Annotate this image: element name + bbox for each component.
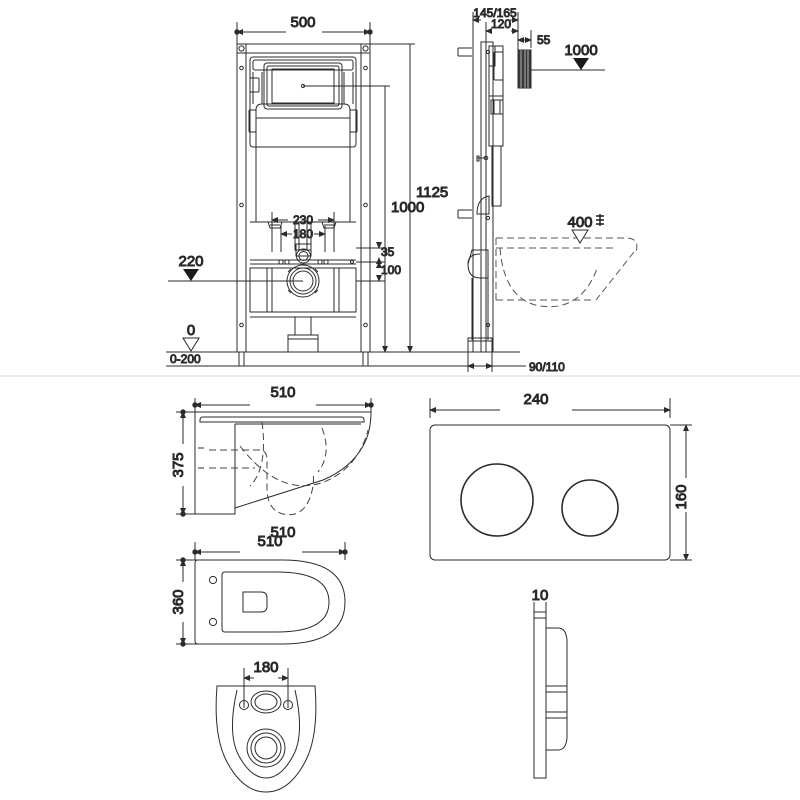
wc-top-outline	[194, 559, 346, 645]
dim-bolt-spacing-inner	[280, 226, 326, 252]
dim-height-1125	[370, 43, 415, 353]
dim-plate-thickness	[533, 602, 547, 618]
view-flush-plate-side: 10	[531, 587, 568, 779]
fixing-bolt-holes	[250, 259, 356, 265]
level-label-foot-adjust: 0-200	[170, 352, 201, 366]
flush-plate-side-mounted	[517, 49, 532, 89]
dim-plate-offset	[517, 30, 532, 48]
dim-label-offset-35: 35	[381, 245, 395, 259]
dim-label-height-1125: 1125	[416, 184, 448, 201]
dim-label-wc-top-length: 510	[257, 533, 282, 550]
dim-label-plate-thickness: 10	[532, 587, 549, 604]
dim-label-wc-side-top: 510	[270, 384, 295, 401]
level-label-400: 400	[567, 214, 592, 231]
dim-label-frame-width: 500	[290, 14, 315, 31]
dim-label-height-1000: 1000	[391, 199, 424, 216]
dim-height-1000	[303, 85, 390, 353]
level-label-220: 220	[178, 253, 203, 270]
dim-wc-rear-bolts	[243, 668, 289, 708]
view-wc-rear: 180	[215, 659, 317, 793]
dim-frame-width	[234, 22, 373, 44]
view-frame-side: 145/165 120 55	[457, 6, 638, 375]
dim-label-wc-side-bottom: 510	[270, 524, 295, 541]
level-label-1000: 1000	[564, 42, 597, 59]
level-marker-400	[571, 229, 589, 244]
dim-wc-top-width	[176, 557, 198, 647]
level-marker-220	[168, 269, 303, 282]
dim-label-plate-width: 240	[523, 391, 548, 408]
dim-label-depth-frame: 120	[491, 17, 511, 31]
dim-wc-top-length	[192, 542, 348, 560]
wc-rear-outline	[215, 685, 317, 793]
dim-label-depth-total: 145/165	[473, 6, 517, 20]
level-label-0: 0	[187, 322, 195, 339]
level-marker-1000	[531, 58, 605, 71]
wall-line	[457, 12, 474, 352]
dim-plate-height	[670, 424, 692, 561]
dim-bolt-spacing-outer	[271, 212, 335, 252]
view-flush-plate-front: 240 160	[429, 391, 692, 561]
view-frame-front: 500	[166, 14, 520, 367]
dim-wc-side-height	[176, 409, 198, 517]
dim-label-plate-offset: 55	[537, 33, 551, 47]
dim-offset-100	[356, 257, 385, 282]
frame-side-profile	[467, 41, 504, 353]
dim-plate-width	[429, 398, 671, 418]
dim-wc-side-top	[192, 398, 374, 412]
level-marker-0	[166, 337, 520, 367]
view-wc-side: 510 375 510	[170, 384, 374, 542]
wc-side-outline	[194, 411, 372, 515]
wc-side-fixings	[198, 447, 204, 469]
view-wc-top: 510 360	[170, 533, 348, 647]
waste-outlet	[249, 264, 357, 353]
flush-plate-body	[429, 424, 671, 561]
hatch-symbol	[596, 214, 604, 226]
dim-label-wc-rear-bolts: 180	[253, 659, 278, 676]
flush-plate-side-profile	[533, 617, 568, 779]
dim-label-bolt-spacing-outer: 230	[293, 213, 313, 227]
dim-outlet	[467, 352, 526, 372]
dim-label-wc-top-width: 360	[170, 589, 187, 614]
wc-side-internals	[209, 421, 369, 516]
dim-label-wc-side-height: 375	[170, 452, 187, 477]
wc-bowl-dashed	[495, 237, 638, 308]
dim-label-offset-100: 100	[381, 263, 401, 277]
dim-label-outlet: 90/110	[529, 360, 565, 374]
dim-label-plate-height: 160	[673, 484, 690, 509]
dim-label-bolt-spacing-inner: 180	[293, 227, 313, 241]
